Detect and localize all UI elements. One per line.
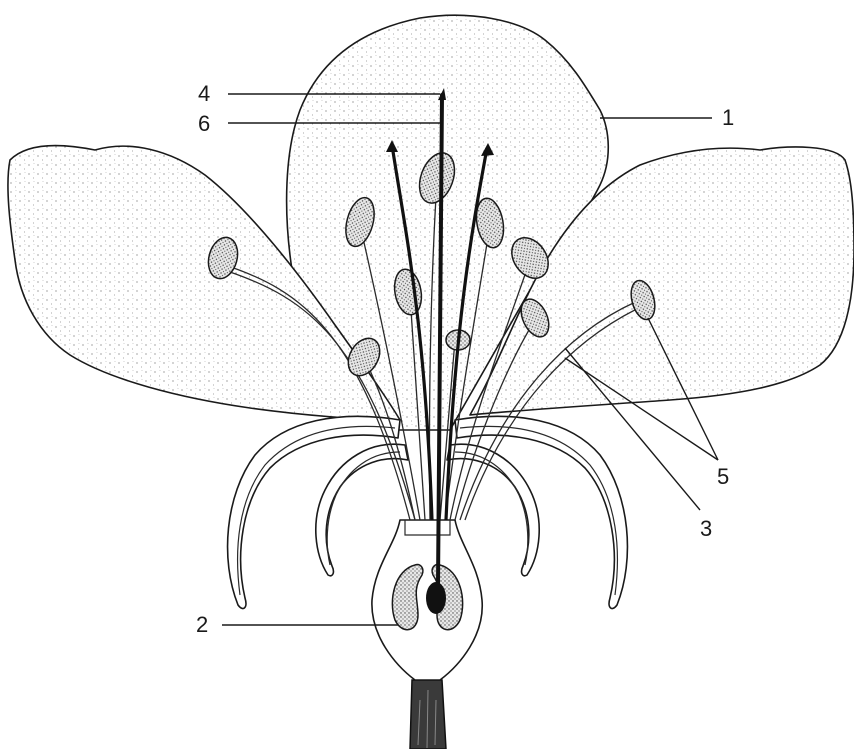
label-3: 3 bbox=[700, 516, 712, 541]
label-5: 5 bbox=[717, 464, 729, 489]
label-4: 4 bbox=[198, 81, 210, 106]
label-6: 6 bbox=[198, 111, 210, 136]
stem bbox=[410, 680, 446, 749]
label-2: 2 bbox=[196, 612, 208, 637]
label-1: 1 bbox=[722, 105, 734, 130]
